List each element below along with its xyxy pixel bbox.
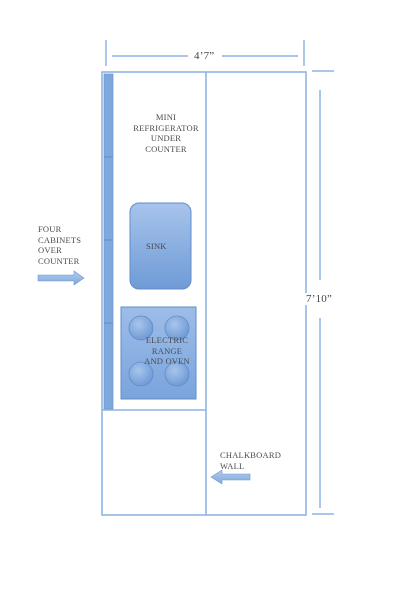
sink <box>129 202 192 290</box>
range-label: ELECTRIC RANGE AND OVEN <box>144 335 190 366</box>
length-dimension-label: 7’10” <box>304 293 335 305</box>
burner-4 <box>164 361 190 387</box>
cabinet-wall <box>103 73 114 410</box>
burner-1 <box>128 315 154 341</box>
chalkboard-arrow <box>210 469 251 485</box>
width-dimension-label: 4’7” <box>192 50 217 62</box>
electric-range <box>120 306 197 400</box>
burner-2 <box>164 315 190 341</box>
sink-label: SINK <box>146 241 167 251</box>
width-dimension-line <box>105 40 305 66</box>
burner-3 <box>128 361 154 387</box>
cabinets-arrow <box>37 270 85 286</box>
fridge-label: MINI REFRIGERATOR UNDER COUNTER <box>133 112 199 154</box>
length-dimension-line <box>312 70 334 515</box>
cabinets-label: FOUR CABINETS OVER COUNTER <box>38 224 82 266</box>
chalkboard-label: CHALKBOARD WALL <box>220 450 282 471</box>
